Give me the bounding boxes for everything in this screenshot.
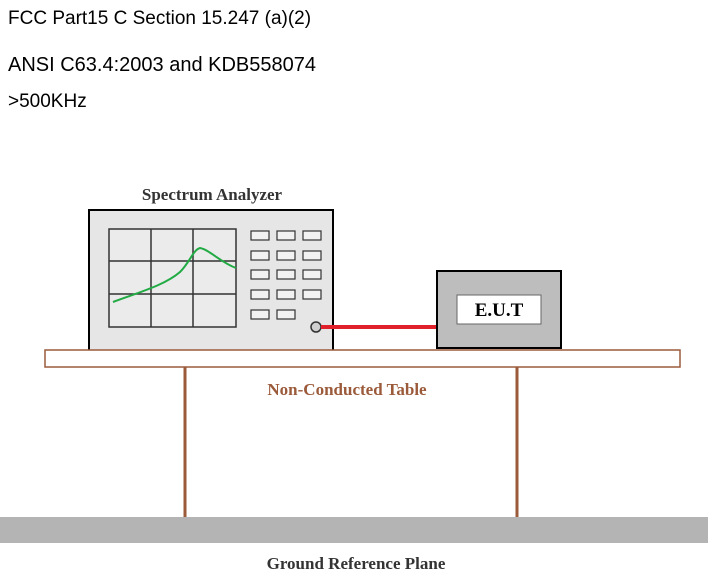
eut-label-box — [456, 294, 542, 325]
rf-input-port — [310, 321, 322, 333]
spectrum-trace — [112, 246, 237, 303]
analyzer-screen — [108, 228, 237, 328]
spectrum-analyzer — [88, 209, 334, 352]
eut-device: E.U.T — [436, 270, 562, 349]
eut-label: E.U.T — [475, 300, 524, 321]
standard-title: FCC Part15 C Section 15.247 (a)(2) — [8, 8, 312, 29]
frequency-condition: >500KHz — [8, 91, 87, 112]
ground-reference-plane — [0, 517, 708, 543]
ground-plane-label: Ground Reference Plane — [267, 554, 446, 573]
analyzer-keypad — [250, 230, 322, 320]
table-label: Non-Conducted Table — [267, 380, 427, 399]
table-top — [44, 349, 681, 368]
spectrum-analyzer-label: Spectrum Analyzer — [142, 185, 283, 204]
test-method: ANSI C63.4:2003 and KDB558074 — [8, 54, 316, 76]
non-conducted-table — [44, 349, 681, 517]
